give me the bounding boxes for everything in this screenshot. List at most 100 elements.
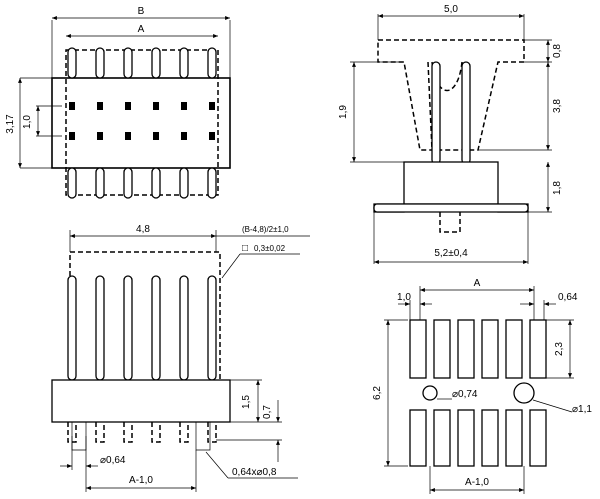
dim-a-label: A xyxy=(138,24,145,35)
footprint-pad-top xyxy=(409,319,427,379)
top-pad-row2 xyxy=(69,132,75,140)
footprint-pad-bottom xyxy=(481,409,499,467)
footprint-pad-bottom xyxy=(433,409,451,467)
top-pad-row2 xyxy=(153,132,159,140)
top-pin-upper xyxy=(123,47,133,79)
front-pin xyxy=(123,275,133,381)
top-pin-lower xyxy=(123,167,133,199)
pin-square-symbol: □ xyxy=(242,243,248,254)
top-view-body-outline xyxy=(51,77,231,169)
dim-19-label: 1,9 xyxy=(338,105,349,119)
footprint-pad-bottom xyxy=(505,409,523,467)
dim-52-label: 5,2±0,4 xyxy=(434,248,468,259)
top-pin-lower xyxy=(179,167,189,199)
top-view-hidden-outline xyxy=(65,49,219,196)
top-pad-row2 xyxy=(181,132,187,140)
chamfer-leader xyxy=(205,451,229,479)
front-pin xyxy=(179,275,189,381)
dim-pin-dia-label: ⌀0,64 xyxy=(100,455,126,466)
fp-dim-064-label: 0,64 xyxy=(558,292,578,303)
front-pin xyxy=(67,275,77,381)
top-pin-lower xyxy=(67,167,77,199)
fp-hole-large-label: ⌀1,1 xyxy=(572,404,592,415)
top-pin-lower xyxy=(207,167,217,199)
front-pin xyxy=(95,275,105,381)
side-view-pin-right xyxy=(461,61,471,165)
front-lower-pin xyxy=(151,422,161,443)
front-view-lower-pins xyxy=(67,422,217,451)
front-view-pins xyxy=(67,275,217,381)
front-lower-pin-left-outline xyxy=(71,422,87,451)
top-pin-upper xyxy=(151,47,161,79)
footprint-pad-top xyxy=(457,319,475,379)
front-lower-pin xyxy=(123,422,133,443)
dim-50-label: 5,0 xyxy=(444,4,458,15)
top-view-pins xyxy=(67,47,217,199)
dim-07-label: 0,7 xyxy=(262,405,273,419)
top-pin-upper xyxy=(67,47,77,79)
top-pad-row2 xyxy=(209,132,215,140)
footprint-pads xyxy=(409,319,547,467)
top-pin-lower xyxy=(151,167,161,199)
dim-b-label: B xyxy=(138,6,145,17)
dim-08-label: 0,8 xyxy=(552,44,563,58)
dim-18-label: 1,8 xyxy=(552,181,563,195)
footprint-pad-top xyxy=(481,319,499,379)
fp-dim-am1-label: A-1,0 xyxy=(465,477,489,488)
top-pin-upper xyxy=(207,47,217,79)
dim-offset-label: (B-4,8)/2±1,0 xyxy=(242,225,289,234)
footprint-pad-bottom xyxy=(529,409,547,467)
fp-hole-large-leader xyxy=(532,399,573,413)
footprint-pad-bottom xyxy=(409,409,427,467)
pin-square-leader xyxy=(221,253,241,279)
top-pin-lower xyxy=(95,167,105,199)
pin-square-label: 0,3±0,02 xyxy=(254,244,286,253)
chamfer-label: 0,64x⌀0,8 xyxy=(232,467,277,478)
top-pin-upper xyxy=(179,47,189,79)
dim-am1-label: A-1,0 xyxy=(129,475,153,486)
top-pin-upper xyxy=(95,47,105,79)
footprint-pad-top xyxy=(505,319,523,379)
front-view-body xyxy=(51,379,231,423)
footprint-pad-bottom xyxy=(457,409,475,467)
side-view-hidden-housing xyxy=(377,39,525,151)
fp-dim-62-label: 6,2 xyxy=(372,386,383,400)
dim-38-label: 3,8 xyxy=(552,99,563,113)
fp-dim-23-label: 2,3 xyxy=(554,342,565,356)
front-lower-pin xyxy=(207,422,217,443)
side-view-foot-strip xyxy=(373,203,529,213)
top-pad-row1 xyxy=(181,102,187,110)
front-view-hidden-outline xyxy=(69,251,221,383)
side-view: 5,0 0,8 3,8 1,8 1,9 5,2±0,4 xyxy=(338,4,563,264)
fp-dim-a-label: A xyxy=(474,278,481,289)
footprint-pad-top xyxy=(433,319,451,379)
dim-48-label: 4,8 xyxy=(136,224,150,235)
top-pad-row1 xyxy=(209,102,215,110)
front-pin xyxy=(151,275,161,381)
side-view-hidden-lower-pin xyxy=(439,212,461,233)
side-view-body xyxy=(403,161,499,205)
front-lower-pin-right-outline xyxy=(195,422,211,451)
top-view-pin-pads xyxy=(69,102,215,140)
top-view: B A 3,17 1,0 xyxy=(5,6,231,199)
footprint-hole-large xyxy=(513,382,535,404)
pcb-footprint: A 1,0 0,64 2,3 6,2 ⌀0,74 ⌀1,1 A-1,0 xyxy=(372,278,592,494)
front-lower-pin xyxy=(95,422,105,443)
top-pad-row1 xyxy=(153,102,159,110)
dim-15-label: 1,5 xyxy=(241,395,252,409)
front-lower-pin xyxy=(179,422,189,443)
fp-hole-small-label: ⌀0,74 xyxy=(452,389,478,400)
dim-pitch-label: 1,0 xyxy=(22,115,33,129)
top-pad-row1 xyxy=(97,102,103,110)
side-view-pin-left xyxy=(431,61,441,165)
dim-317-label: 3,17 xyxy=(5,114,16,134)
fp-dim-10-label: 1,0 xyxy=(397,292,411,303)
top-pad-row1 xyxy=(69,102,75,110)
top-pad-row2 xyxy=(125,132,131,140)
top-pad-row1 xyxy=(125,102,131,110)
front-pin xyxy=(207,275,217,381)
footprint-pad-top xyxy=(529,319,547,379)
front-view: 4,8 (B-4,8)/2±1,0 □ 0,3±0,02 1,5 0,7 ⌀0,… xyxy=(51,224,310,492)
top-pad-row2 xyxy=(97,132,103,140)
